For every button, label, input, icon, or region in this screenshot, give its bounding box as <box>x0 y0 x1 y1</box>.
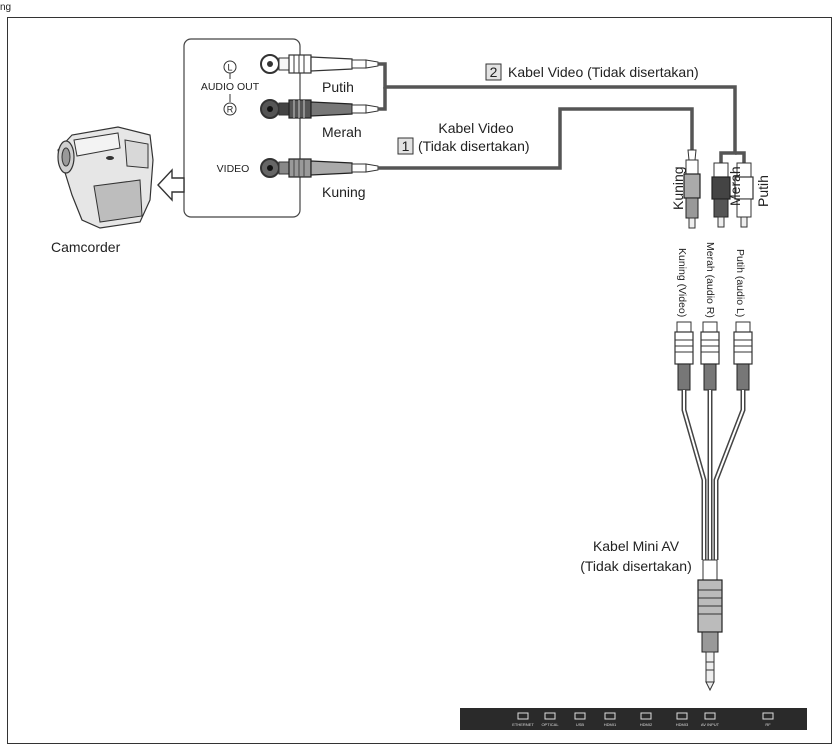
audio-l-jack <box>260 54 280 74</box>
tv-port-panel: ETHERNET OPTICAL USB HDMI1 HDMI2 HDMI3 AV INPU… <box>460 708 807 730</box>
tv-port-label: USB <box>576 722 585 727</box>
tv-port-icon <box>604 712 616 720</box>
white-vertical-plug <box>734 162 754 228</box>
mini-av-label-line1: Kabel Mini AV <box>593 538 680 554</box>
tv-port-label: RF <box>765 722 771 727</box>
breakout-yellow-label: Kuning (Video) <box>676 248 688 317</box>
right-channel-symbol: R <box>227 105 234 115</box>
camcorder-icon <box>57 126 154 229</box>
mini-av-plug <box>697 559 723 692</box>
audio-out-label: AUDIO OUT <box>201 81 260 93</box>
tv-port-label: ETHERNET <box>512 722 534 727</box>
breakout-red-label: Merah (audio R) <box>704 242 716 318</box>
cable-2-number: 2 <box>490 64 498 80</box>
video-jack <box>260 158 280 178</box>
tv-port-label: AV INPUT <box>701 722 720 727</box>
left-channel-symbol: L <box>227 63 232 73</box>
tv-port-icon <box>704 712 716 720</box>
cable-2-audio <box>378 62 746 165</box>
yellow-connector-label: Kuning <box>322 184 366 200</box>
figure-tag: ng <box>0 2 11 13</box>
red-connector-label: Merah <box>322 124 362 140</box>
mini-av-label-line2: (Tidak disertakan) <box>580 558 692 574</box>
red-vertical-plug <box>711 162 731 228</box>
audio-r-jack <box>260 99 280 119</box>
output-arrow-icon <box>157 168 185 202</box>
tv-port-icon <box>762 712 774 720</box>
cable-1-label-line2: (Tidak disertakan) <box>418 138 530 154</box>
breakout-wires <box>681 390 746 560</box>
tv-port-icon <box>640 712 652 720</box>
cable-1-video <box>378 107 694 170</box>
video-label: VIDEO <box>217 163 250 175</box>
jack-panel: L AUDIO OUT R VIDEO <box>183 38 301 218</box>
cable-1-label-line1: Kabel Video <box>438 120 513 136</box>
cable-1-number: 1 <box>402 138 410 154</box>
breakout-red-socket <box>700 321 720 391</box>
tv-port-label: OPTICAL <box>541 722 559 727</box>
red-plug-label: Merah <box>727 166 743 206</box>
white-connector-label: Putih <box>322 79 354 95</box>
breakout-white-socket <box>733 321 753 391</box>
tv-port-label: HDMI2 <box>640 722 653 727</box>
tv-port-icon <box>574 712 586 720</box>
tv-port-icon <box>517 712 529 720</box>
tv-port-label: HDMI1 <box>604 722 617 727</box>
red-plug <box>278 99 379 119</box>
camcorder-label: Camcorder <box>51 239 121 255</box>
white-plug-label: Putih <box>755 175 771 207</box>
cable-1-number-box <box>397 137 414 155</box>
breakout-yellow-socket <box>674 321 694 391</box>
cable-2-label: Kabel Video (Tidak disertakan) <box>508 64 699 80</box>
yellow-vertical-plug <box>683 149 701 229</box>
cable-2-number-box <box>485 63 502 81</box>
tv-port-label: HDMI3 <box>676 722 689 727</box>
yellow-plug-label: Kuning <box>670 166 686 210</box>
white-plug <box>278 54 379 74</box>
breakout-white-label: Putih (audio L) <box>734 249 746 317</box>
tv-port-icon <box>676 712 688 720</box>
tv-port-icon <box>544 712 556 720</box>
yellow-plug <box>278 158 379 178</box>
